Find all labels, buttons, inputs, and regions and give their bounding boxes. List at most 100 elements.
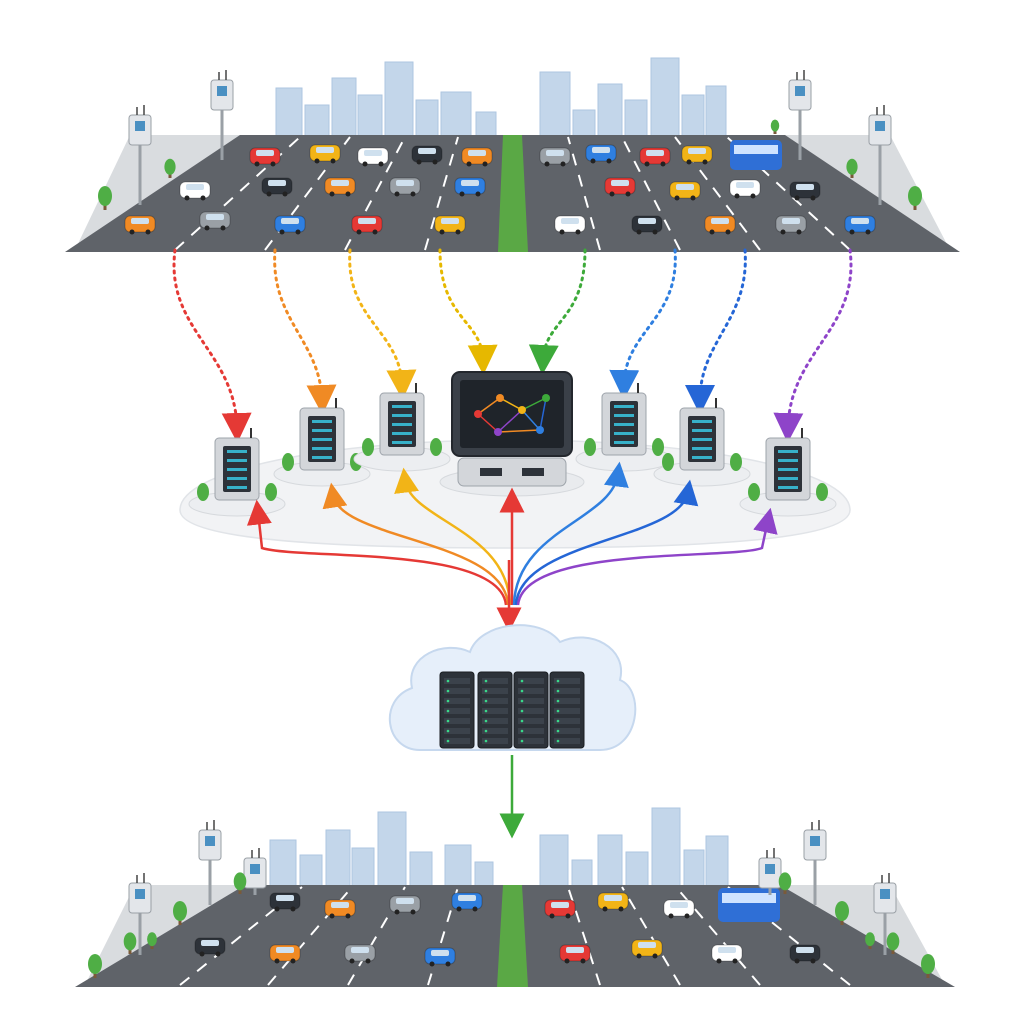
tree — [123, 932, 137, 954]
server-rack — [513, 671, 549, 749]
sensor-pole — [198, 820, 222, 905]
server-rack — [439, 671, 475, 749]
bottom-road-median — [497, 885, 528, 987]
tree — [662, 453, 742, 471]
car — [681, 145, 713, 165]
car — [269, 944, 301, 964]
edge-server-4 — [575, 383, 673, 472]
car — [434, 215, 466, 235]
edge-layer — [179, 371, 851, 549]
edge-server-1 — [188, 428, 286, 517]
car — [269, 892, 301, 912]
edge-server-5 — [653, 398, 751, 487]
car — [461, 147, 493, 167]
tree — [584, 438, 664, 456]
uplink-gold — [438, 248, 498, 375]
uplink-blue — [609, 248, 677, 400]
car — [663, 899, 695, 919]
tree — [748, 483, 828, 501]
tree — [164, 158, 176, 178]
car — [669, 181, 701, 201]
car — [789, 944, 821, 964]
sensor-pole — [243, 848, 267, 895]
cloud-edge-flows — [246, 461, 778, 633]
car — [639, 147, 671, 167]
car — [554, 215, 586, 235]
tree — [88, 954, 102, 978]
tree — [770, 119, 780, 134]
car — [631, 215, 663, 235]
tree — [908, 186, 922, 210]
network-graph-icon — [474, 394, 550, 436]
car — [704, 215, 736, 235]
bottom-road-scene — [75, 807, 955, 987]
top-road-scene — [65, 57, 960, 252]
car — [194, 937, 226, 957]
car — [544, 899, 576, 919]
cloud-flow-yellow — [394, 467, 512, 606]
bottom-trees — [88, 872, 935, 978]
uplink-flows — [172, 248, 853, 443]
cloud-flow-blue-2 — [514, 479, 699, 606]
car — [454, 177, 486, 197]
car — [389, 895, 421, 915]
car — [597, 892, 629, 912]
car — [199, 211, 231, 231]
car — [789, 181, 821, 201]
cloud-flow-orange — [322, 482, 510, 606]
car — [585, 144, 617, 164]
bottom-cars — [194, 892, 821, 967]
tree — [886, 932, 900, 954]
edge-server-6 — [739, 428, 837, 517]
car — [729, 179, 761, 199]
uplink-yellow — [348, 248, 417, 400]
tree — [147, 932, 157, 949]
car — [179, 181, 211, 201]
car — [631, 939, 663, 959]
cloud-datacenter — [388, 624, 637, 751]
top-road-median — [498, 135, 528, 252]
tree — [865, 932, 875, 949]
top-bus — [730, 140, 782, 170]
sensor-pole — [868, 105, 892, 205]
car — [424, 947, 456, 967]
tree — [846, 158, 858, 178]
cloud-shape — [388, 624, 637, 751]
car — [261, 177, 293, 197]
server-rack — [549, 671, 585, 749]
tree — [362, 438, 442, 456]
bottom-skyline — [269, 807, 729, 887]
uplink-red — [172, 248, 252, 443]
car — [411, 145, 443, 165]
car — [559, 944, 591, 964]
central-monitor-hub — [439, 371, 585, 497]
car — [324, 177, 356, 197]
sensor-pole — [758, 848, 782, 895]
server-rack — [477, 671, 513, 749]
cloud-flow-purple — [516, 507, 778, 606]
tree — [98, 186, 112, 210]
uplink-green — [528, 248, 587, 375]
uplink-blue-2 — [685, 248, 747, 415]
car — [124, 215, 156, 235]
server-rack-icon — [439, 671, 585, 749]
cloud-flow-red — [246, 499, 508, 606]
car — [451, 892, 483, 912]
car — [274, 215, 306, 235]
tree — [921, 954, 935, 978]
car — [775, 215, 807, 235]
tree — [173, 901, 187, 925]
tree — [778, 872, 792, 894]
bottom-roadside-sensor-poles — [128, 820, 897, 955]
top-cars — [124, 144, 876, 235]
car — [249, 147, 281, 167]
sensor-pole — [788, 70, 812, 160]
sensor-pole — [128, 105, 152, 205]
car — [324, 899, 356, 919]
sensor-pole — [803, 820, 827, 905]
edge-server-3 — [353, 383, 451, 472]
top-roadside-sensor-poles — [128, 70, 892, 205]
car — [539, 147, 571, 167]
tree — [835, 901, 849, 925]
